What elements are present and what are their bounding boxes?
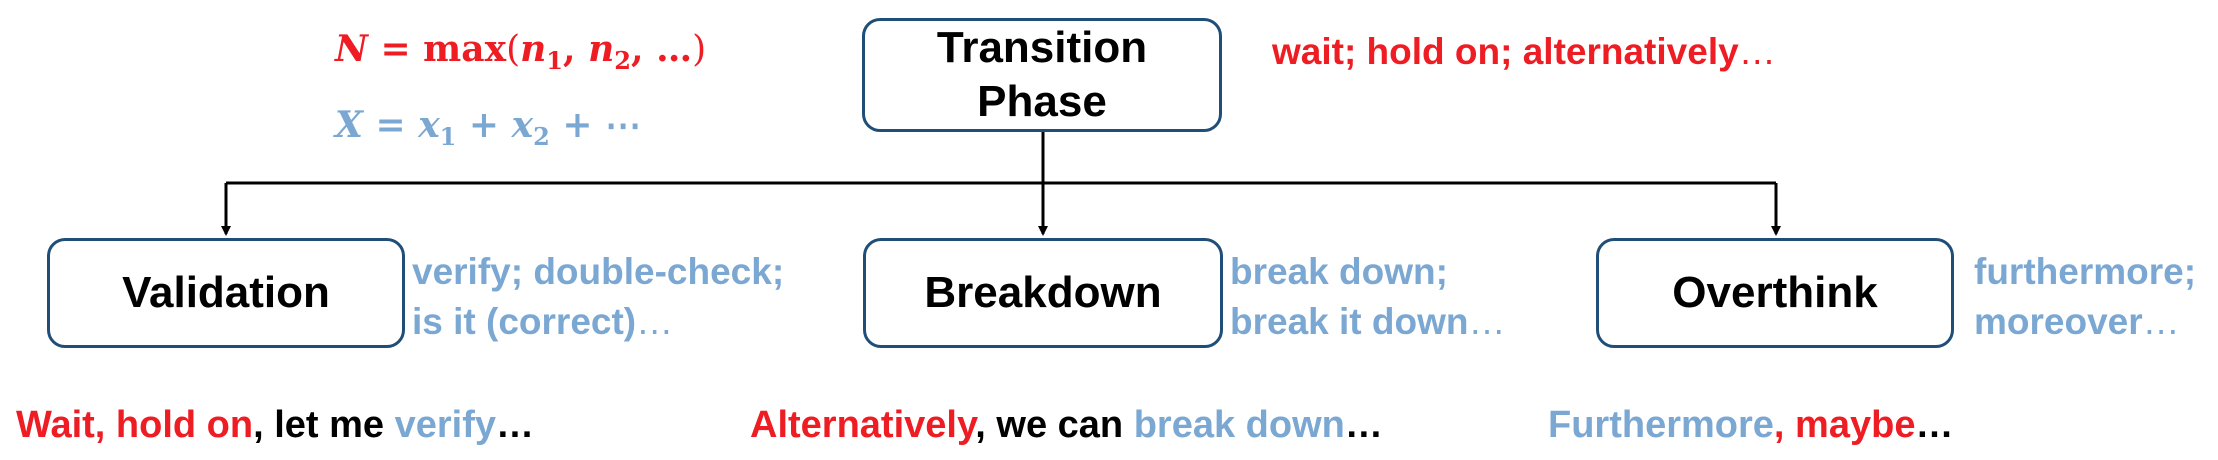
example-overthink-comma: , — [1773, 404, 1796, 446]
example-overthink-ellipsis: … — [1915, 404, 1954, 446]
breakdown-keywords-line2: break it down — [1230, 301, 1469, 342]
formula-n-sep2: , — [630, 28, 644, 70]
formula-n-a-sub: 1 — [546, 46, 563, 75]
formula-n-lhs: N — [335, 28, 368, 70]
formula-x-a-sub: 1 — [439, 122, 457, 151]
overthink-keywords-ellipsis: … — [2142, 301, 2180, 342]
formula-n-rest: … — [656, 28, 693, 70]
formula-n-b-sub: 2 — [614, 46, 631, 75]
breakdown-box: Breakdown — [863, 238, 1223, 348]
validation-label: Validation — [122, 268, 330, 317]
transition-phase-line1: Transition — [936, 23, 1148, 72]
formula-x-plus2: + — [562, 104, 593, 146]
breakdown-keywords: break down; break it down… — [1230, 247, 1505, 347]
example-breakdown-ellipsis: … — [1344, 404, 1383, 446]
example-overthink: Furthermore, maybe… — [1548, 400, 1953, 450]
overthink-keywords-line2: moreover — [1974, 301, 2143, 342]
formula-x-a: x — [418, 104, 440, 146]
formula-n-sep1: , — [563, 28, 576, 70]
example-breakdown-cue: Alternatively — [750, 404, 976, 446]
breakdown-label: Breakdown — [924, 268, 1162, 317]
transition-phase-line2: Phase — [977, 77, 1107, 126]
example-overthink-cue: maybe — [1795, 404, 1916, 446]
validation-keywords-ellipsis: … — [636, 301, 674, 342]
formula-x-plus1: + — [468, 104, 500, 146]
formula-x-lhs: X — [335, 104, 363, 146]
formula-x-sum: X = x1 + x2 + ⋯ — [335, 104, 641, 151]
transition-phase-box: Transition Phase — [862, 18, 1222, 132]
formula-n-fn: max — [423, 28, 507, 70]
example-breakdown: Alternatively, we can break down… — [750, 400, 1383, 450]
validation-box: Validation — [47, 238, 405, 348]
overthink-keywords: furthermore; moreover… — [1974, 247, 2196, 347]
formula-n-open: ( — [506, 29, 521, 70]
formula-n-close: ) — [692, 29, 707, 70]
formula-n-b: n — [588, 28, 615, 70]
example-overthink-keyword: Furthermore — [1548, 404, 1774, 446]
overthink-box: Overthink — [1596, 238, 1954, 348]
transition-keywords: wait; hold on; alternatively… — [1272, 27, 1776, 77]
formula-x-eq: = — [375, 104, 406, 146]
validation-keywords: verify; double-check; is it (correct)… — [412, 247, 784, 347]
formula-x-b: x — [511, 104, 534, 146]
formula-n-max: N = max(n1, n2, …) — [335, 28, 706, 75]
formula-x-rest: ⋯ — [605, 104, 642, 146]
validation-keywords-line2: is it (correct) — [412, 301, 637, 342]
example-breakdown-keyword: break down — [1133, 404, 1345, 446]
overthink-keywords-line1: furthermore; — [1974, 251, 2197, 292]
overthink-label: Overthink — [1672, 268, 1878, 317]
formula-x-b-sub: 2 — [533, 122, 550, 151]
breakdown-keywords-line1: break down; — [1230, 251, 1448, 292]
formula-n-a: n — [520, 28, 547, 70]
example-validation-keyword: verify — [394, 404, 496, 446]
breakdown-keywords-ellipsis: … — [1468, 301, 1506, 342]
formula-n-eq: = — [380, 28, 411, 70]
example-validation: Wait, hold on, let me verify… — [16, 400, 534, 450]
example-validation-ellipsis: … — [496, 404, 534, 446]
example-validation-cue: Wait, hold on — [16, 404, 254, 446]
validation-keywords-line1: verify; double-check; — [412, 251, 785, 292]
example-breakdown-middle: , we can — [975, 404, 1134, 446]
transition-keywords-text: wait; hold on; alternatively — [1272, 31, 1739, 72]
transition-keywords-ellipsis: … — [1738, 31, 1776, 72]
example-validation-middle: , let me — [253, 404, 395, 446]
